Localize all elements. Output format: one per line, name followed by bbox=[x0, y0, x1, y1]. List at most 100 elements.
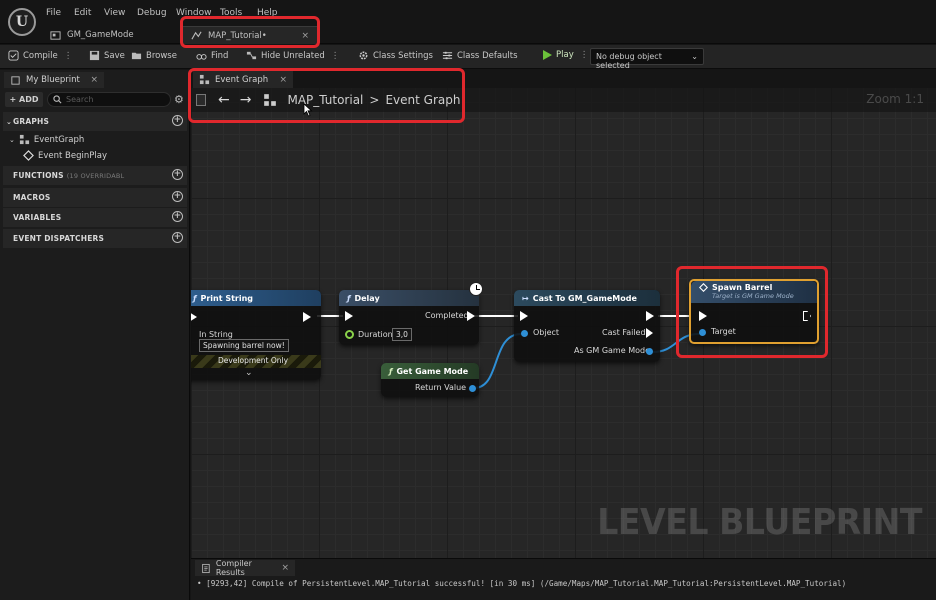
section-event-dispatchers[interactable]: EVENT DISPATCHERS + bbox=[3, 229, 187, 248]
event-icon bbox=[23, 150, 34, 161]
doc-tab-gm-gamemode[interactable]: GM_GameMode bbox=[50, 26, 134, 44]
doc-tab-label: MAP_Tutorial• bbox=[208, 30, 267, 41]
blueprint-icon bbox=[11, 75, 20, 85]
in-string-field[interactable]: Spawning barrel now! bbox=[199, 339, 289, 352]
float-pin[interactable] bbox=[345, 330, 354, 339]
search-input[interactable]: Search bbox=[47, 92, 171, 107]
doc-tab-label: GM_GameMode bbox=[67, 30, 134, 40]
node-cast-to-gm-gamemode[interactable]: ↦ Cast To GM_GameMode Object Cast Failed… bbox=[514, 290, 660, 362]
section-functions[interactable]: FUNCTIONS (19 OVERRIDABL + bbox=[3, 166, 187, 185]
gear-icon bbox=[359, 51, 368, 60]
menu-help[interactable]: Help bbox=[257, 8, 278, 18]
section-variables[interactable]: VARIABLES + bbox=[3, 208, 187, 227]
class-settings-button[interactable]: Class Settings bbox=[358, 50, 433, 61]
play-button[interactable]: Play⋮ bbox=[543, 50, 588, 60]
target-pin[interactable] bbox=[699, 329, 706, 336]
close-icon[interactable]: × bbox=[281, 563, 289, 573]
folder-icon bbox=[131, 52, 142, 60]
as-gm-game-mode-pin[interactable] bbox=[646, 348, 653, 355]
close-icon[interactable]: × bbox=[301, 30, 309, 41]
object-pin[interactable] bbox=[521, 330, 528, 337]
browse-button[interactable]: Browse bbox=[131, 50, 177, 61]
breadcrumb-separator: > bbox=[369, 93, 380, 107]
duration-field[interactable]: 3,0 bbox=[392, 328, 412, 341]
save-icon bbox=[89, 50, 100, 61]
level-blueprint-icon bbox=[191, 31, 202, 40]
tab-compiler-results[interactable]: Compiler Results × bbox=[195, 559, 295, 577]
exec-out-pin[interactable] bbox=[803, 311, 811, 321]
blueprint-icon bbox=[50, 30, 61, 40]
hide-unrelated-icon bbox=[246, 51, 257, 60]
doc-tab-map-tutorial[interactable]: MAP_Tutorial• × bbox=[183, 26, 317, 44]
add-variable-icon[interactable]: + bbox=[172, 211, 183, 222]
hide-unrelated-button[interactable]: Hide Unrelated⋮ bbox=[246, 50, 339, 61]
exec-in-pin[interactable] bbox=[699, 311, 707, 321]
cast-failed-pin[interactable] bbox=[646, 328, 653, 338]
binoculars-icon bbox=[196, 54, 207, 60]
tab-event-graph[interactable]: Event Graph × bbox=[193, 71, 293, 88]
section-macros[interactable]: MACROS + bbox=[3, 188, 187, 207]
my-blueprint-panel: My Blueprint × + ADD Search ⚙ ⌄ GRAPHS +… bbox=[0, 70, 190, 600]
breadcrumb-graph[interactable]: Event Graph bbox=[385, 93, 461, 107]
node-print-string[interactable]: ƒ Print String In String Spawning barrel… bbox=[191, 290, 321, 380]
menu-view[interactable]: View bbox=[104, 8, 126, 18]
chevron-down-icon: ⌄ bbox=[6, 117, 13, 126]
mouse-cursor-icon bbox=[303, 103, 313, 117]
exec-in-pin[interactable] bbox=[520, 311, 528, 321]
find-button[interactable]: Find bbox=[196, 50, 228, 61]
play-icon bbox=[543, 50, 552, 60]
node-get-game-mode[interactable]: ƒ Get Game Mode Return Value bbox=[381, 363, 479, 397]
event-graph-icon bbox=[264, 94, 277, 106]
event-graph-icon bbox=[19, 134, 29, 145]
close-icon[interactable]: × bbox=[279, 74, 287, 85]
menu-edit[interactable]: Edit bbox=[74, 8, 92, 18]
compile-button[interactable]: Compile⋮ bbox=[8, 50, 72, 61]
arrow-right-icon[interactable]: → bbox=[239, 92, 252, 108]
menu-file[interactable]: File bbox=[46, 8, 62, 18]
menu-tools[interactable]: Tools bbox=[220, 8, 243, 18]
save-button[interactable]: Save bbox=[89, 50, 125, 61]
graph-canvas[interactable]: Event Graph × ← → MAP_Tutorial > Event G… bbox=[191, 70, 936, 558]
add-button[interactable]: + ADD bbox=[5, 92, 43, 107]
chevron-down-icon: ⌄ bbox=[9, 135, 15, 144]
add-graph-icon[interactable]: + bbox=[172, 115, 183, 126]
exec-out-pin[interactable] bbox=[303, 312, 311, 322]
add-event-dispatcher-icon[interactable]: + bbox=[172, 232, 183, 243]
menu-debug[interactable]: Debug bbox=[137, 8, 167, 18]
breadcrumb-level[interactable]: MAP_Tutorial bbox=[287, 93, 364, 107]
sliders-icon bbox=[442, 51, 453, 60]
section-graphs[interactable]: ⌄ GRAPHS + bbox=[3, 112, 187, 131]
node-spawn-barrel[interactable]: Spawn Barrel Target is GM Game Mode Targ… bbox=[689, 279, 819, 344]
debug-object-select[interactable]: No debug object selected ⌄ bbox=[590, 48, 704, 70]
tab-my-blueprint[interactable]: My Blueprint × bbox=[4, 72, 104, 88]
add-function-icon[interactable]: + bbox=[172, 169, 183, 180]
exec-out-pin[interactable] bbox=[467, 311, 475, 321]
bookmark-icon[interactable] bbox=[196, 94, 206, 106]
add-macro-icon[interactable]: + bbox=[172, 191, 183, 202]
node-header: ƒ Print String bbox=[191, 290, 321, 306]
graph-tab-bar: Event Graph × bbox=[191, 70, 936, 88]
tree-item-event-begin-play[interactable]: Event BeginPlay bbox=[23, 150, 107, 161]
menu-window[interactable]: Window bbox=[176, 8, 212, 18]
tree-item-event-graph[interactable]: ⌄ EventGraph bbox=[9, 134, 85, 145]
exec-in-pin[interactable] bbox=[191, 312, 197, 322]
close-icon[interactable]: × bbox=[90, 75, 98, 85]
highlight-doc-tab bbox=[180, 16, 320, 48]
unreal-logo-icon[interactable]: U bbox=[8, 8, 36, 36]
gear-icon[interactable]: ⚙ bbox=[174, 93, 184, 106]
node-header: Spawn Barrel Target is GM Game Mode bbox=[691, 281, 817, 303]
arrow-left-icon[interactable]: ← bbox=[218, 92, 230, 108]
compiler-log-line: • [9293,42] Compile of PersistentLevel.M… bbox=[197, 579, 847, 588]
exec-in-pin[interactable] bbox=[345, 311, 353, 321]
compile-icon bbox=[8, 50, 19, 61]
play-options-icon[interactable]: ⋮ bbox=[579, 50, 589, 60]
exec-out-pin[interactable] bbox=[646, 311, 654, 321]
blueprint-toolbar: Compile⋮ Save Browse Find Hide Unrelated… bbox=[0, 45, 936, 70]
hide-unrelated-options-icon[interactable]: ⋮ bbox=[330, 50, 340, 61]
return-value-pin[interactable] bbox=[469, 385, 476, 392]
chevron-down-icon[interactable]: ⌄ bbox=[245, 368, 253, 378]
node-delay[interactable]: ƒ Delay Completed Duration 3,0 bbox=[339, 282, 483, 345]
class-defaults-button[interactable]: Class Defaults bbox=[442, 50, 518, 61]
node-header: ƒ Get Game Mode bbox=[381, 363, 479, 379]
compile-options-icon[interactable]: ⋮ bbox=[63, 50, 73, 61]
